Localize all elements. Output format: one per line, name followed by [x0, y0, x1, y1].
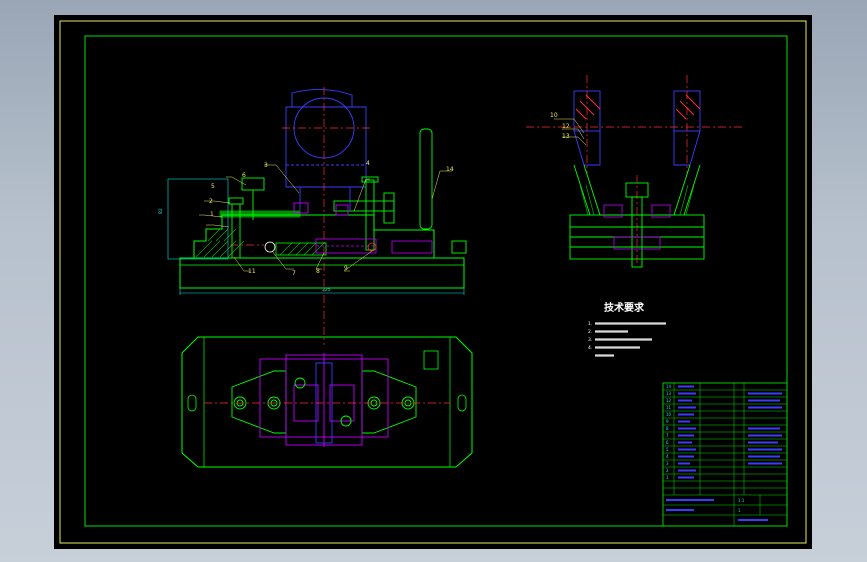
- top-left-clamp-plate: [231, 370, 287, 434]
- front-label-5: 5: [211, 183, 215, 190]
- front-hatching: [195, 228, 325, 258]
- tb-row-8: 8: [666, 426, 669, 431]
- front-center-lines: [230, 87, 372, 345]
- front-part-labels: 1 2 3 4 5 6 7 8 9 11 14: [209, 160, 454, 277]
- front-label-3: 3: [264, 162, 268, 169]
- front-dimensions: [167, 178, 465, 295]
- front-label-4: 4: [366, 160, 370, 167]
- front-left-bolt: [228, 177, 265, 259]
- title-block-scale: 1:1: [738, 498, 745, 503]
- tb-row-2: 2: [666, 468, 669, 473]
- inner-drawing-border: [84, 35, 788, 527]
- top-fixture-purple: [259, 353, 389, 447]
- front-label-7: 7: [292, 270, 296, 277]
- tech-req-line-3: 3.: [588, 337, 592, 343]
- side-view: 10 12 13: [526, 75, 742, 268]
- front-label-8: 8: [316, 268, 320, 275]
- front-pivot-pin: [264, 241, 276, 253]
- tb-row-13: 13: [666, 391, 672, 396]
- outer-sheet-frame: [59, 20, 807, 544]
- front-tall-pin: [419, 128, 433, 230]
- tb-row-10: 10: [666, 412, 672, 417]
- front-base-plate: [179, 257, 465, 289]
- side-label-13: 13: [562, 133, 570, 140]
- tb-row-4: 4: [666, 454, 669, 459]
- side-fixture-purple: [603, 204, 671, 250]
- front-clamp-bar: [219, 210, 301, 218]
- front-purple-support: [315, 238, 433, 254]
- front-workpiece-locator: [335, 204, 349, 216]
- tb-row-3: 3: [666, 461, 669, 466]
- tech-req-line-2: 2.: [588, 329, 592, 335]
- cad-drawing: 82 325 1 2 3 4 5 6 7 8 9 11 14: [59, 20, 807, 544]
- tech-req-line-4: 4.: [588, 345, 592, 351]
- title-block-frame: [662, 382, 788, 527]
- side-label-10: 10: [550, 112, 558, 119]
- title-block-row-numbers: 14 13 12 11 10 9 8 7 6 5 4 3 2 1: [666, 384, 672, 480]
- tb-row-12: 12: [666, 398, 672, 403]
- side-label-12: 12: [562, 123, 570, 130]
- front-label-9: 9: [344, 265, 348, 272]
- title-block: 14 13 12 11 10 9 8 7 6 5 4 3 2 1: [662, 382, 788, 527]
- top-base-outline: [181, 336, 473, 468]
- tb-row-14: 14: [666, 384, 672, 389]
- front-leaders: [199, 164, 452, 272]
- tb-row-1: 1: [666, 475, 669, 480]
- tb-row-11: 11: [666, 405, 672, 410]
- front-label-1: 1: [210, 211, 214, 218]
- side-leaders: [554, 118, 587, 146]
- top-view: [181, 336, 473, 468]
- front-fixture-body: [193, 214, 435, 259]
- title-block-sheet: 1: [738, 508, 741, 513]
- cad-viewport[interactable]: 82 325 1 2 3 4 5 6 7 8 9 11 14: [54, 15, 812, 549]
- tb-row-7: 7: [666, 433, 669, 438]
- front-label-11: 11: [248, 268, 256, 275]
- tech-requirements: 技术要求 1. 2. 3. 4.: [588, 301, 666, 357]
- front-view: 82 325 1 2 3 4 5 6 7 8 9 11 14: [158, 87, 467, 345]
- front-dim-height: 82: [158, 208, 164, 214]
- front-label-14: 14: [446, 166, 454, 173]
- title-block-illegible-text: [666, 385, 782, 521]
- front-dim-width: 325: [322, 287, 331, 293]
- tb-row-6: 6: [666, 440, 669, 445]
- front-right-clamp: [333, 176, 395, 251]
- side-body: [569, 164, 705, 268]
- top-right-clamp-plate: [361, 370, 417, 434]
- title-block-rows: [663, 383, 787, 526]
- front-label-2: 2: [209, 198, 213, 205]
- tech-req-title: 技术要求: [604, 301, 645, 314]
- side-part-labels: 10 12 13: [550, 112, 570, 140]
- tech-req-line-1: 1.: [588, 321, 592, 327]
- side-center-lines: [526, 75, 742, 265]
- tb-row-9: 9: [666, 419, 669, 424]
- front-label-6: 6: [242, 172, 246, 179]
- tb-row-5: 5: [666, 447, 669, 452]
